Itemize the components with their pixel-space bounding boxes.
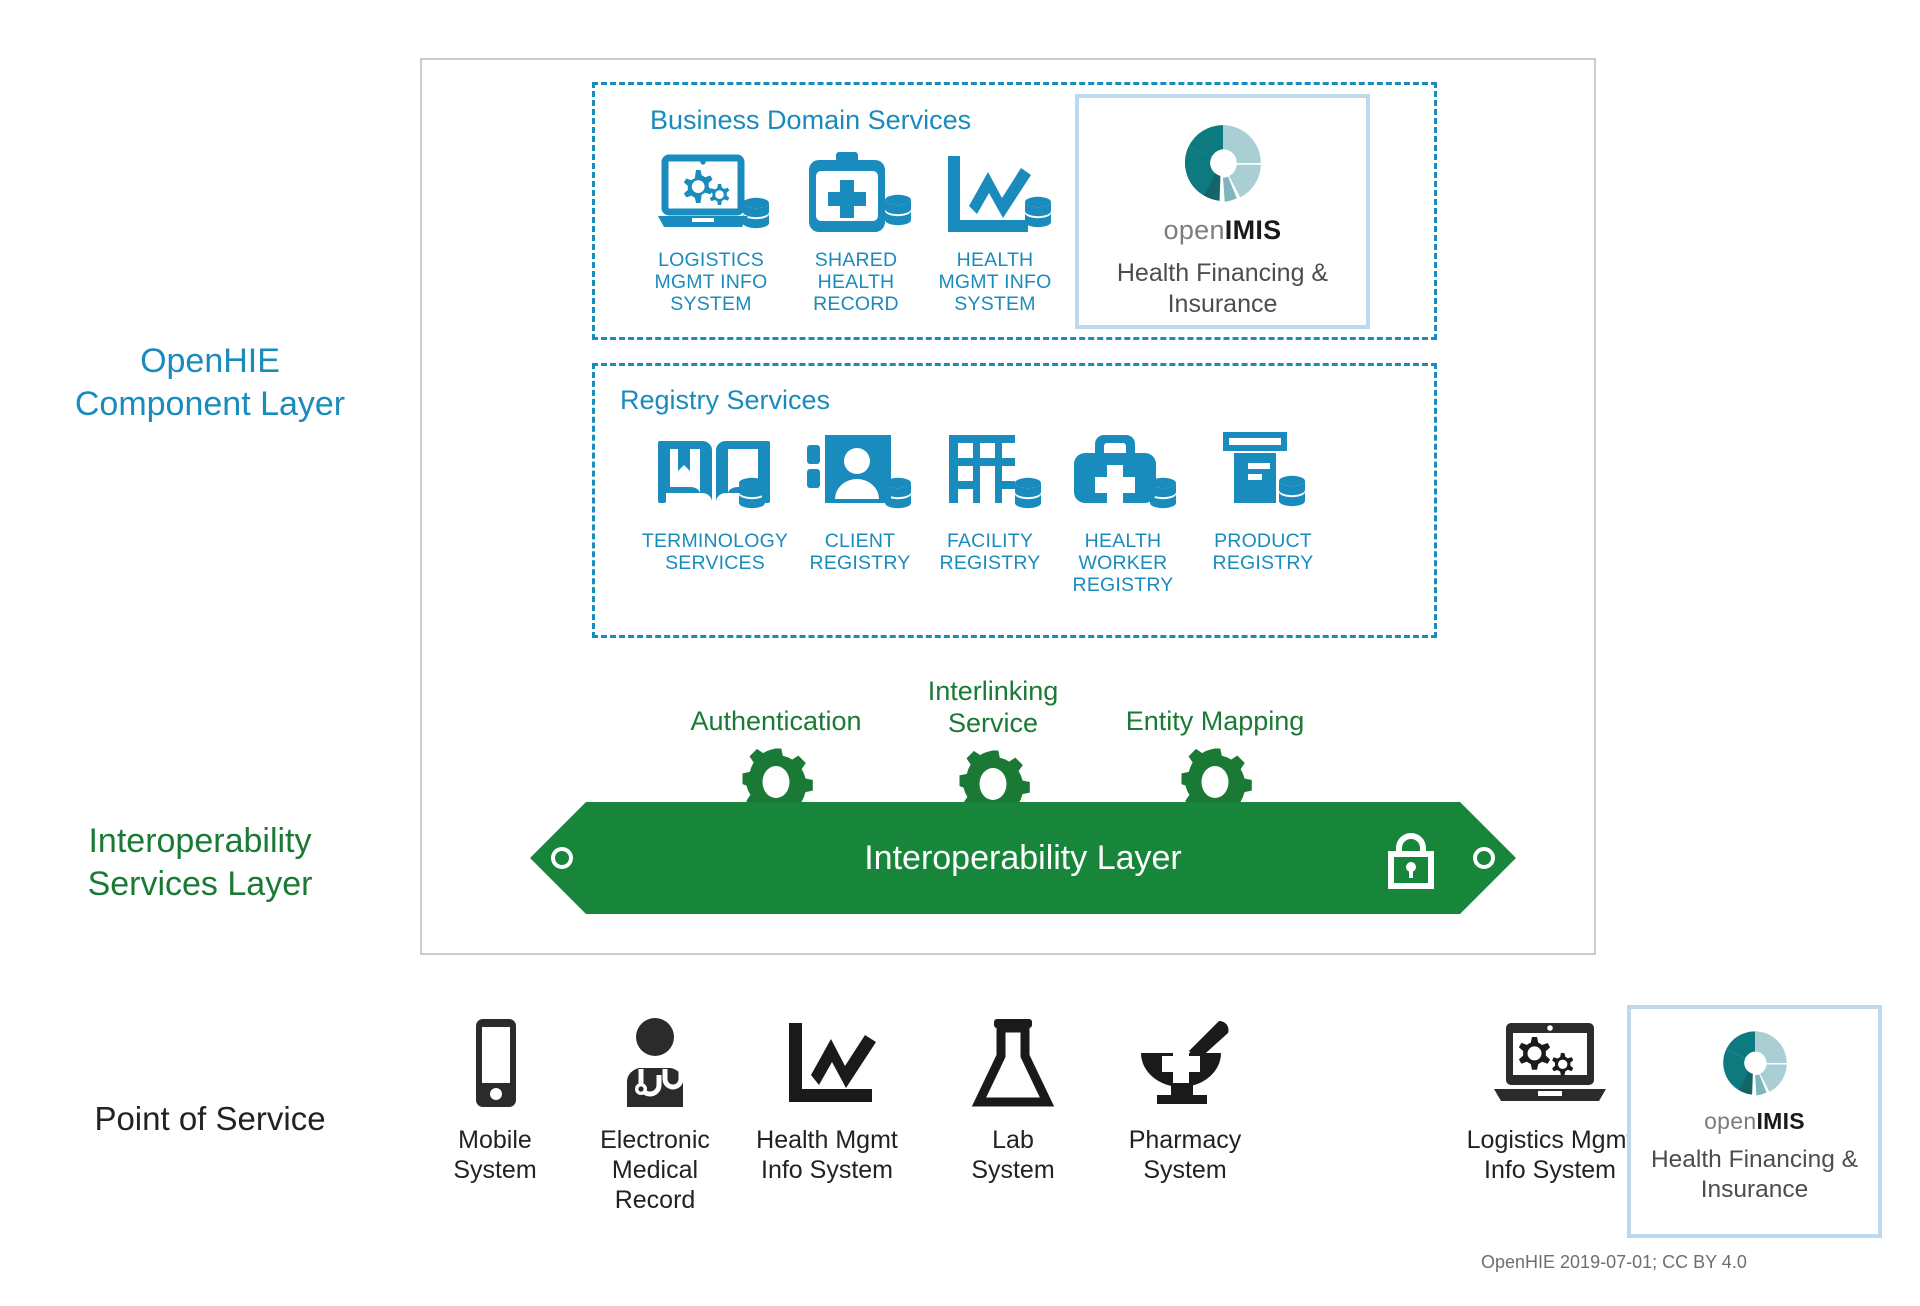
openimis-wordmark: openIMIS (1164, 215, 1282, 246)
building-database-icon (915, 425, 1065, 521)
mobile-phone-icon (420, 1015, 570, 1111)
layer-label-openhie-line1: OpenHIE (140, 342, 280, 380)
open-book-database-icon (640, 425, 790, 521)
openimis-word-open: open (1163, 215, 1225, 245)
interop-service-label: Entity Mapping (1125, 706, 1305, 736)
layer-label-interop-line2: Services Layer (87, 864, 313, 903)
interop-service-label: Authentication (690, 706, 862, 736)
openimis-word-imis: IMIS (1756, 1108, 1805, 1134)
laptop-gears-icon (1465, 1015, 1635, 1111)
padlock-icon (1388, 833, 1434, 889)
openimis-caption-bottom: Health Financing &Insurance (1650, 1146, 1858, 1203)
openimis-wordmark: openIMIS (1704, 1108, 1805, 1135)
layer-label-interop-line1: Interoperability (88, 822, 312, 860)
openimis-word-open: open (1704, 1108, 1757, 1134)
layer-label-openhie: OpenHIE Component Layer (20, 340, 400, 426)
business-domain-services-box (592, 82, 1437, 340)
doctor-stethoscope-icon (580, 1015, 730, 1111)
openimis-word-imis: IMIS (1224, 215, 1282, 245)
registry-services-box (592, 363, 1437, 638)
interoperability-layer-banner[interactable]: Interoperability Layer (528, 800, 1518, 916)
openimis-logo-icon (1180, 120, 1266, 211)
clipboard-cross-database-icon (781, 144, 931, 240)
layer-label-openhie-line2: Component Layer (74, 384, 346, 423)
pill-bottle-database-icon (1188, 425, 1338, 521)
person-card-database-icon (785, 425, 935, 521)
openimis-caption-top: Health Financing &Insurance (1116, 259, 1329, 318)
flask-icon (938, 1015, 1088, 1111)
interop-service-entity-mapping[interactable]: Entity Mapping (1100, 706, 1330, 823)
business-domain-services-title: Business Domain Services (650, 105, 972, 135)
mortar-pestle-icon (1110, 1015, 1260, 1111)
layer-label-point-of-service: Point of Service (94, 1100, 326, 1137)
chart-icon (752, 1015, 902, 1111)
openimis-logo-icon (1719, 1027, 1791, 1104)
chart-database-icon (920, 144, 1070, 240)
gear-icon (956, 746, 1033, 821)
openimis-highlight-box-top[interactable]: openIMIS Health Financing &Insurance (1075, 94, 1370, 329)
medical-bag-database-icon (1048, 425, 1198, 521)
registry-services-title: Registry Services (620, 385, 831, 415)
layer-label-interoperability: Interoperability Services Layer (10, 820, 390, 906)
interop-service-authentication[interactable]: Authentication (661, 706, 891, 823)
attribution-text: OpenHIE 2019-07-01; CC BY 4.0 (1481, 1252, 1747, 1272)
laptop-gears-database-icon (636, 144, 786, 240)
openimis-highlight-box-bottom[interactable]: openIMIS Health Financing &Insurance (1627, 1005, 1882, 1238)
